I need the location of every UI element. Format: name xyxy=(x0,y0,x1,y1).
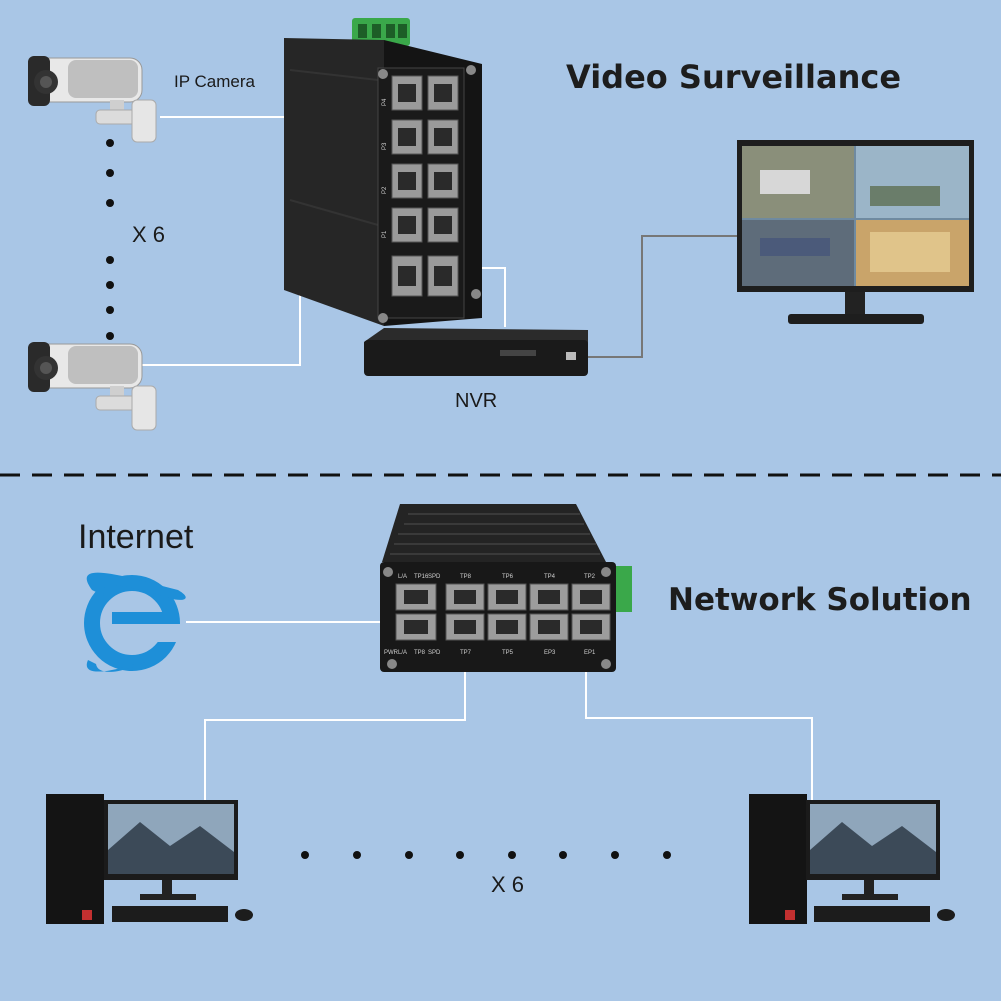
network-solution-title: Network Solution xyxy=(668,582,972,618)
switch-port-label: L/A xyxy=(398,574,407,580)
switch-port-label: TP8 xyxy=(460,574,472,580)
switch-port-label: TP8 xyxy=(414,650,426,656)
camera-multiplier: X 6 xyxy=(132,222,166,247)
switch-port-label: TP5 xyxy=(502,650,514,656)
switch-port-label: SPD xyxy=(428,574,441,580)
nvr-label: NVR xyxy=(455,390,498,412)
switch-port-label: TP6 xyxy=(502,574,514,580)
ethernet-switch-icon xyxy=(284,18,482,326)
desktop-pc-icon xyxy=(46,794,253,924)
switch-port-label: TP2 xyxy=(584,574,596,580)
switch-port-label: P3 xyxy=(382,142,388,150)
pc-chain-dots xyxy=(301,851,671,859)
switch-to-pc2-line xyxy=(585,668,813,800)
internet-label: Internet xyxy=(78,518,194,556)
switch-port-label: P1 xyxy=(382,230,388,238)
pc-multiplier: X 6 xyxy=(491,872,525,897)
switch-port-label: TP4 xyxy=(544,574,556,580)
internet-explorer-icon xyxy=(84,572,186,672)
switch-port-label: EP3 xyxy=(544,650,556,656)
camera-chain-dots xyxy=(106,139,114,340)
desktop-pc-icon xyxy=(749,794,955,924)
switch-to-pc1-line xyxy=(204,668,466,800)
ethernet-switch-icon xyxy=(380,504,632,672)
ip-camera-icon xyxy=(28,342,157,431)
switch-port-label: SPD xyxy=(428,650,441,656)
ip-camera-label: IP Camera xyxy=(174,72,255,91)
ip-camera-icon xyxy=(28,56,157,143)
monitor-icon xyxy=(737,140,974,324)
nvr-icon xyxy=(364,328,588,376)
switch-port-label: P2 xyxy=(382,186,388,194)
switch-port-label: TP16 xyxy=(414,574,429,580)
switch-port-label: L/A xyxy=(398,650,407,656)
switch-port-label: EP1 xyxy=(584,650,596,656)
switch-port-label: TP7 xyxy=(460,650,472,656)
switch-port-label: P4 xyxy=(382,98,388,106)
video-surveillance-title: Video Surveillance xyxy=(566,58,902,96)
switch-port-label: PWR xyxy=(384,650,399,656)
nvr-to-monitor-line xyxy=(588,235,740,358)
